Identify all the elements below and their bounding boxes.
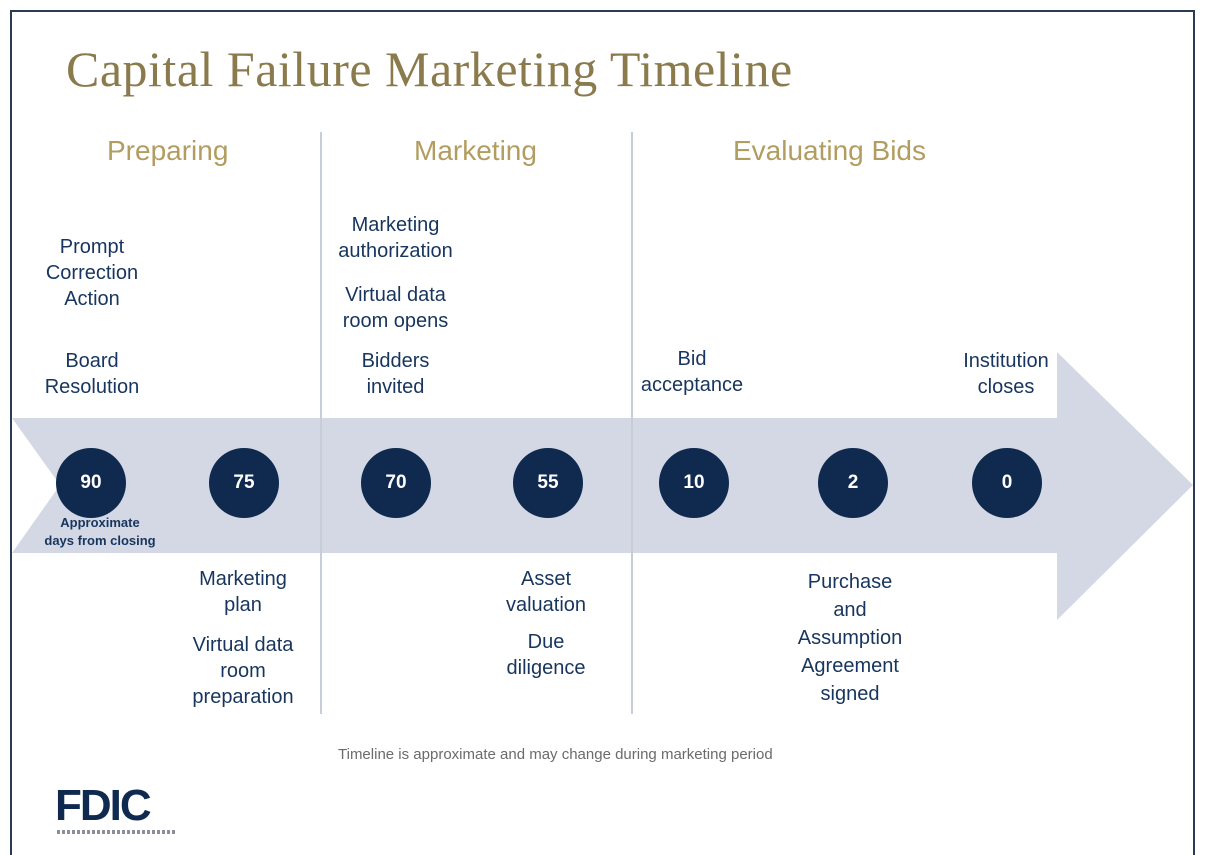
phase-marketing: Marketing <box>414 135 537 166</box>
phase-divider-1 <box>320 132 322 714</box>
label-bidders-invited: Bidders invited <box>361 350 430 398</box>
day-circle-10: 10 <box>659 448 729 518</box>
day-circle-70: 70 <box>361 448 431 518</box>
timeline-arrow-shape <box>12 352 1193 620</box>
fdic-logo: FDIC <box>55 781 177 838</box>
label-marketing-plan: Marketing plan <box>199 568 287 616</box>
label-marketing-authorization: Marketing authorization <box>338 214 453 262</box>
label-due-diligence: Due diligence <box>506 631 586 679</box>
label-virtual-data-room-opens: Virtual data room opens <box>342 284 449 332</box>
fdic-logo-subtitle-line <box>57 830 177 834</box>
label-purchase-assumption-agreement-signed: Purchase and Assumption Agreement signed <box>797 571 903 705</box>
phase-preparing: Preparing <box>107 135 229 166</box>
label-board-resolution: Board Resolution <box>44 350 140 398</box>
label-institution-closes: Institution closes <box>963 350 1049 398</box>
day-circle-55: 55 <box>513 448 583 518</box>
label-bid-acceptance: Bid acceptance <box>640 348 744 396</box>
label-prompt-correction-action: Prompt Correction Action <box>45 236 139 310</box>
day-circle-2: 2 <box>818 448 888 518</box>
label-virtual-data-room-preparation: Virtual data room preparation <box>192 634 294 708</box>
day-circle-0: 0 <box>972 448 1042 518</box>
timeline-footnote: Timeline is approximate and may change d… <box>338 746 773 763</box>
label-asset-valuation: Asset valuation <box>505 568 587 616</box>
phase-divider-2 <box>631 132 633 714</box>
fdic-logo-text: FDIC <box>55 781 152 830</box>
day-circle-90: 90 <box>56 448 126 518</box>
diagram-title: Capital Failure Marketing Timeline <box>66 41 793 97</box>
day-circle-75: 75 <box>209 448 279 518</box>
diagram-frame <box>10 10 1195 855</box>
days-from-closing-note: Approximate days from closing <box>44 515 156 548</box>
phase-evaluating-bids: Evaluating Bids <box>733 135 927 166</box>
